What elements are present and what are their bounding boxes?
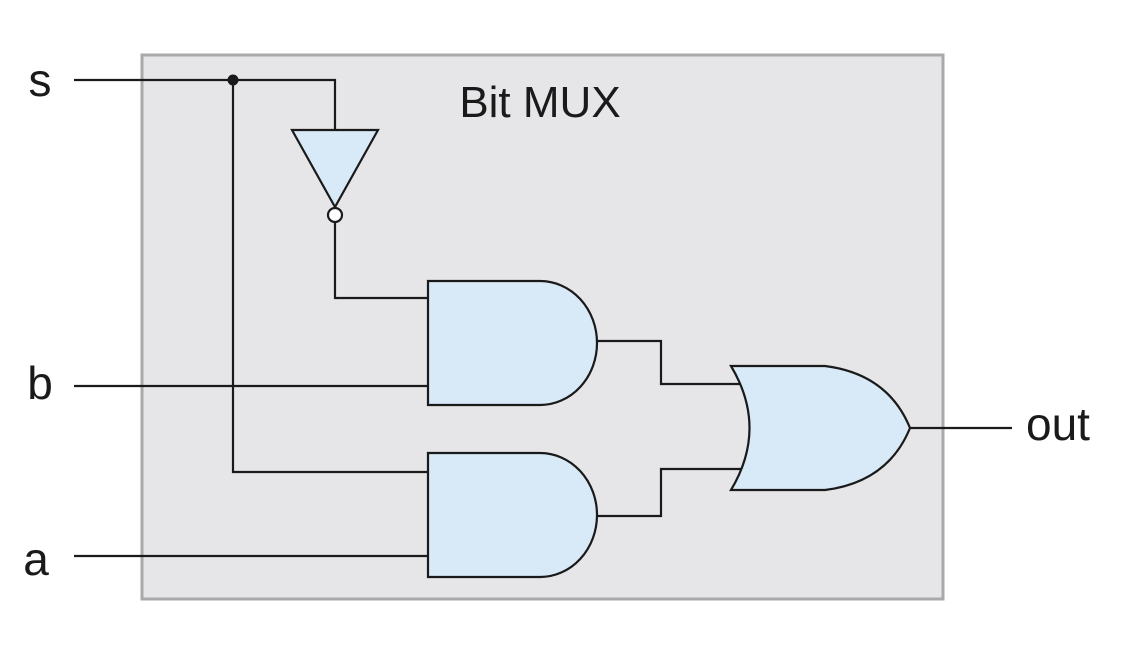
wire-s-to-and-a [231,80,428,474]
output-label: out [1026,398,1090,450]
wire-and-b-to-or [597,339,742,386]
diagram-title: Bit MUX [459,78,620,127]
input-label-a: a [23,533,49,585]
and-gate-a [426,451,599,579]
not-gate [290,128,380,210]
input-label-b: b [27,357,53,409]
junction-dot [227,74,239,86]
wire-not-to-and-b [333,222,428,300]
input-label-s: s [29,54,52,106]
wire-s-input [74,78,337,130]
wire-and-a-to-or [597,467,742,518]
not-gate-bubble [326,206,344,224]
or-gate [729,364,912,492]
and-gate-b [426,279,599,407]
